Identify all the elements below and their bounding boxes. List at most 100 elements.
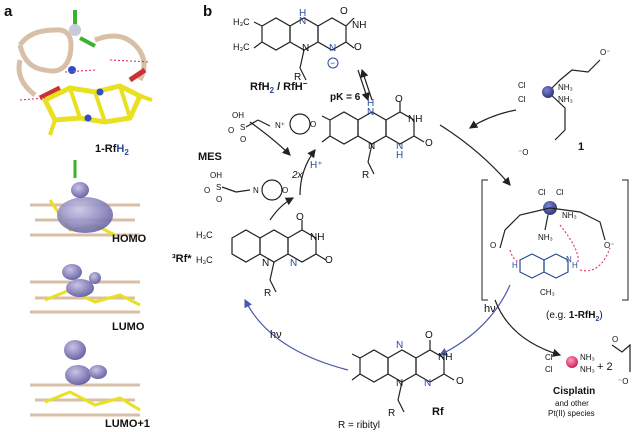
methyl-top1: H₃C — [233, 17, 250, 27]
svg-text:O⁻: O⁻ — [600, 48, 610, 57]
label-rfh2-rfh: RfH2 / RfH− — [250, 79, 308, 95]
svg-text:Cl: Cl — [545, 365, 553, 374]
svg-text:O: O — [282, 186, 288, 195]
atom-o-triplet2: O — [325, 255, 333, 266]
svg-text:N: N — [566, 255, 572, 264]
structure-triplet-rf — [231, 220, 327, 293]
arrow-rfh2-to-complex — [439, 124, 511, 186]
bracket-complex — [481, 179, 629, 301]
label-compound-1: 1 — [578, 141, 584, 153]
atom-r-rf: R — [388, 408, 395, 419]
arrow-mes-protonation — [249, 121, 291, 156]
label-r-ribityl: R = ribityl — [338, 420, 380, 431]
svg-text:⁻O: ⁻O — [518, 148, 528, 157]
panel-label-b: b — [203, 3, 212, 20]
atom-o-top1: O — [340, 6, 348, 17]
svg-text:NH₃: NH₃ — [538, 233, 553, 242]
arrow-mes-to-rfh2 — [299, 149, 316, 196]
atom-n-triplet2: N — [290, 258, 297, 269]
atom-nh-triplet: NH — [310, 232, 324, 243]
methyl-top2: H₃C — [233, 42, 250, 52]
compound-label-1-rfh2: 1-RfH2 — [95, 143, 129, 157]
structure-mes: OH S O O N O — [204, 171, 288, 204]
svg-text:O: O — [490, 241, 496, 250]
label-mes: MES — [198, 151, 222, 163]
svg-text:O: O — [240, 135, 246, 144]
orbital-homo — [30, 160, 140, 237]
atom-r-center: R — [362, 170, 369, 181]
atom-n-center3: N — [396, 141, 403, 152]
svg-text:Cl: Cl — [545, 353, 553, 362]
structure-compound-1: Cl Cl NH₃ NH₃ O⁻ ⁻O — [518, 48, 610, 157]
atom-nh-top: NH — [352, 20, 366, 31]
svg-text:N: N — [253, 186, 259, 195]
arrow-complex-to-cisplatin — [494, 299, 562, 357]
orbital-label-lumo1: LUMO+1 — [105, 418, 150, 430]
svg-text:OH: OH — [210, 171, 222, 180]
atom-o-triplet1: O — [296, 212, 304, 223]
structure-intermediate: Cl Cl NH₃ NH₃ O O⁻ N H H CH₃ — [490, 188, 614, 297]
svg-text:NH₃: NH₃ — [558, 83, 573, 92]
atom-o-rf2: O — [456, 376, 464, 387]
svg-text:NH₃: NH₃ — [580, 365, 595, 374]
structure-malonate: O ⁻O — [611, 335, 631, 386]
methyl-triplet2: H₃C — [196, 255, 213, 265]
molecular-model-3d — [16, 10, 153, 136]
atom-o-rf1: O — [425, 330, 433, 341]
atom-n-top: N — [299, 16, 306, 27]
label-plus-2: + 2 — [597, 361, 613, 373]
structure-cisplatin: Cl Cl NH₃ NH₃ — [545, 353, 595, 374]
atom-o-top2: O — [354, 42, 362, 53]
arrow-rf-to-triplet — [244, 298, 349, 371]
svg-text:Cl: Cl — [556, 188, 564, 197]
orbital-label-homo: HOMO — [112, 233, 147, 245]
atom-n-top2: N — [302, 43, 309, 54]
label-other-2: Pt(II) species — [548, 409, 595, 418]
label-2x: 2x — [291, 170, 304, 181]
svg-text:Cl: Cl — [518, 81, 526, 90]
label-other-1: and other — [555, 399, 589, 408]
anion-charge: − — [330, 58, 335, 68]
atom-n-top3: N — [329, 43, 336, 54]
svg-text:S: S — [216, 183, 221, 192]
svg-text:H: H — [572, 261, 578, 270]
label-h-plus: H⁺ — [310, 160, 323, 171]
svg-text:Cl: Cl — [518, 95, 526, 104]
atom-h-center: H — [367, 98, 374, 109]
anion-charge-ring — [327, 57, 339, 69]
label-rf: Rf — [432, 406, 444, 418]
atom-h-top: H — [299, 8, 306, 19]
svg-text:O⁻: O⁻ — [604, 241, 614, 250]
svg-text:O: O — [216, 195, 222, 204]
svg-text:O: O — [310, 120, 316, 129]
svg-text:Cl: Cl — [538, 188, 546, 197]
atom-o-center1: O — [395, 94, 403, 105]
structure-rfh-anion — [253, 17, 355, 81]
structure-rf — [351, 340, 455, 413]
svg-text:⁻O: ⁻O — [618, 377, 628, 386]
label-pk: pK = 6 — [330, 92, 361, 103]
atom-nh-center: NH — [408, 114, 422, 125]
arrow-complex-to-rf — [438, 284, 511, 356]
svg-text:H: H — [512, 261, 518, 270]
svg-text:O: O — [228, 126, 234, 135]
panel-label-a: a — [4, 3, 13, 20]
structure-rfh2 — [321, 102, 425, 175]
orbital-lumo1 — [30, 340, 141, 417]
atom-n-center2: N — [368, 141, 375, 152]
label-hv-right: hν — [484, 303, 496, 315]
arrow-1-to-complex — [468, 109, 517, 129]
atom-n-rf2: N — [396, 378, 403, 389]
label-cisplatin: Cisplatin — [553, 386, 595, 397]
label-eg: (e.g. 1-RfH2) — [546, 310, 603, 323]
atom-n-center1: N — [367, 107, 374, 118]
atom-r-triplet: R — [264, 288, 271, 299]
svg-text:NH₃: NH₃ — [562, 211, 577, 220]
equilibrium-arrow-down — [357, 69, 370, 102]
equilibrium-arrow-up — [360, 68, 373, 101]
atom-nh-rf: NH — [438, 352, 452, 363]
atom-n-triplet1: N — [262, 258, 269, 269]
atom-n-rf1: N — [396, 340, 403, 351]
svg-text:NH₃: NH₃ — [558, 95, 573, 104]
